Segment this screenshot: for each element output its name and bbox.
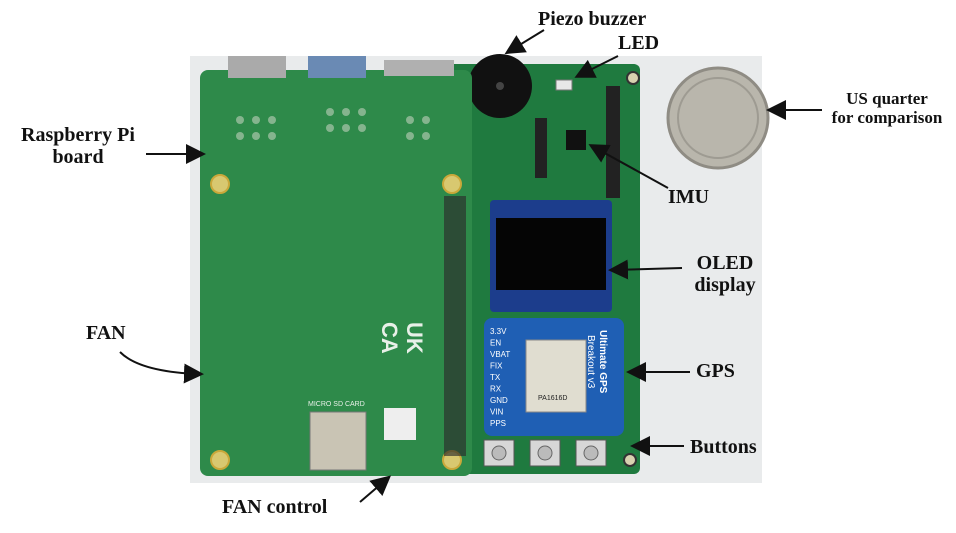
oled-screen [496,218,606,290]
arrow-oled [608,259,683,280]
raspberry-pi-board [200,70,472,476]
gps-pin-label: 3.3V [490,327,507,336]
label-fan: FAN [86,322,126,344]
arrow-imu [588,144,669,189]
label-us-quarter: US quarter for comparison [822,89,952,127]
label-fan-control: FAN control [222,496,328,518]
pin-header-right [606,86,620,198]
ukca-mark-ca: CA [377,322,402,354]
label-quarter-line2: for comparison [831,107,943,127]
gps-pin-labels: 3.3V EN VBAT FIX TX RX GND VIN PPS [490,327,510,428]
micro-sd-label: MICRO SD CARD [308,401,365,408]
us-quarter [666,66,770,170]
label-oled-line1: OLED [696,252,754,274]
button-3 [575,439,607,467]
label-rpi-line2: board [52,146,104,168]
arrow-fan-control [359,475,392,503]
gps-pin-label: VBAT [490,350,510,359]
gps-board-sub: Breakout v3 [585,335,596,389]
usb-port-1 [228,56,286,78]
label-led: LED [618,32,660,54]
gps-pin-label: GND [490,396,508,405]
gps-pin-label: VIN [490,408,504,417]
ethernet-port [384,60,454,76]
label-rpi-line1: Raspberry Pi [21,124,135,146]
gps-pin-label: FIX [490,362,503,371]
mount-hole-bottom-right [623,453,637,467]
label-quarter-line1: US quarter [846,89,928,108]
micro-sd-slot [309,411,367,471]
gps-board-title: Ultimate GPS [597,330,608,394]
gps-pin-label: RX [490,385,502,394]
gps-chip-label: PA1616D [538,395,567,402]
pin-header-mid [535,118,547,178]
arrow-fan [119,351,204,384]
imu-chip [566,130,586,150]
label-buttons: Buttons [690,436,757,458]
label-gps: GPS [696,360,735,382]
gpio-header [444,196,466,456]
label-oled-line2: display [694,274,756,296]
gps-antenna-chip [525,339,587,413]
gps-pin-label: EN [490,339,501,348]
gps-pin-label: PPS [490,419,506,428]
label-imu: IMU [668,186,710,208]
usb-port-2 [308,56,366,78]
label-piezo-buzzer: Piezo buzzer [538,8,647,30]
ukca-mark-uk: UK [402,322,427,354]
label-oled-display: OLED display [680,252,770,296]
label-raspberry-pi-board: Raspberry Pi board [8,124,148,168]
qr-code [384,408,416,440]
led-component [555,79,573,91]
arrow-piezo [504,29,545,55]
callout-arrows [119,29,822,503]
buttons-group [483,439,607,467]
arrow-led [574,55,619,78]
mount-hole-top-right [626,71,640,85]
gps-pin-label: TX [490,373,501,382]
